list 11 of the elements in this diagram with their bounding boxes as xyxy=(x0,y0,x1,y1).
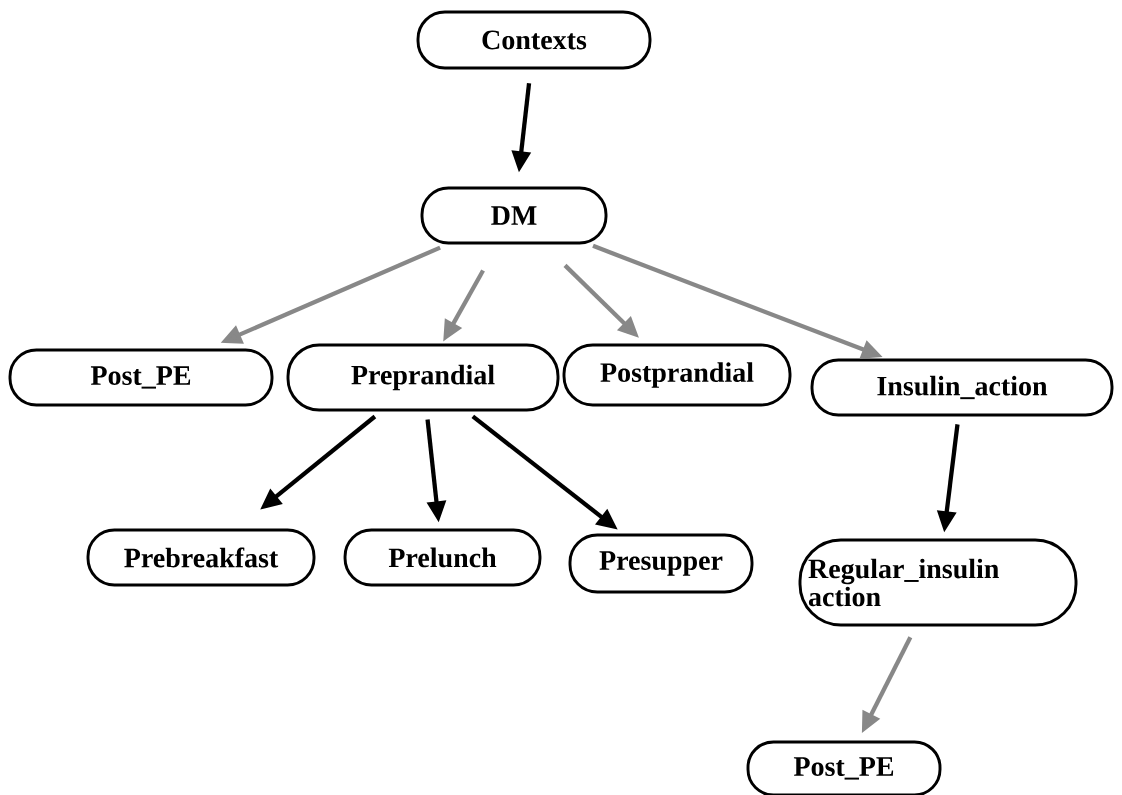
node-box: Regular_insulin action xyxy=(798,538,1078,627)
node-box: Post_PE xyxy=(8,348,274,407)
node-box: Contexts xyxy=(416,10,652,70)
node-box: DM xyxy=(420,186,608,245)
node-box: Insulin_action xyxy=(810,358,1114,417)
node-box: Preprandial xyxy=(286,343,560,412)
node-box: Prelunch xyxy=(343,528,542,587)
node-box: Presupper xyxy=(568,533,754,594)
node-box: Prebreakfast xyxy=(86,528,316,587)
node-box: Postprandial xyxy=(562,343,792,407)
node-box: Post_PE xyxy=(746,740,942,795)
